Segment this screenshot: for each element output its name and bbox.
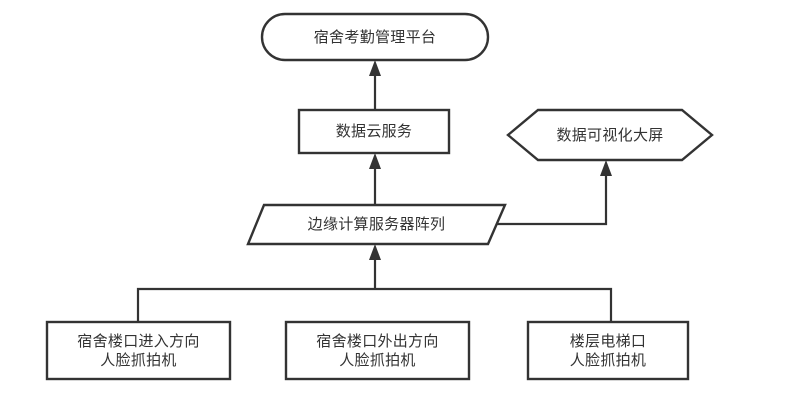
arrow-head-icon	[369, 60, 381, 76]
node-shape-platform[interactable]	[260, 12, 490, 62]
edge-server-to-screen	[497, 160, 612, 226]
node-shape-camera-elevator[interactable]	[526, 320, 690, 381]
arrow-head-icon	[600, 160, 612, 176]
edge-cameras-to-server	[136, 244, 613, 322]
node-shape-camera-exit[interactable]	[284, 320, 471, 381]
node-shape-edge-server-array[interactable]	[246, 203, 507, 246]
edge-server-to-cloud	[369, 153, 381, 205]
arrow-head-icon	[369, 153, 381, 169]
edge-cloud-to-platform	[369, 60, 381, 110]
node-shape-cloud-service[interactable]	[297, 108, 451, 155]
node-shape-visualization-screen[interactable]	[506, 108, 714, 162]
arrow-head-icon	[369, 244, 381, 260]
node-shape-camera-entry[interactable]	[45, 320, 232, 381]
